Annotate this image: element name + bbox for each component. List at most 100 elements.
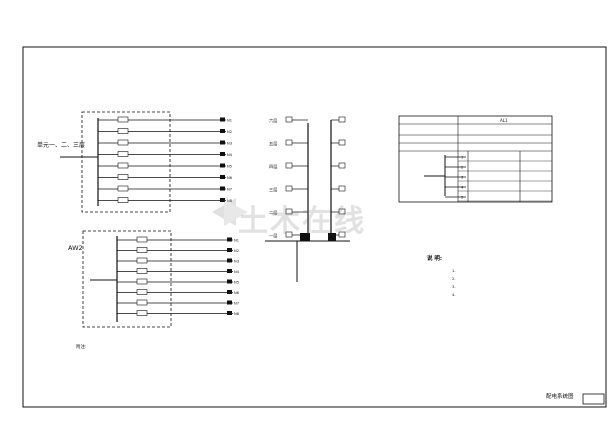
riser-floor: 六层	[269, 116, 346, 124]
breaker-symbol	[117, 185, 129, 192]
table-row: 5	[445, 196, 552, 202]
table-row-number: 4	[461, 186, 464, 190]
floor-label: 三层	[269, 187, 277, 193]
riser-floor: 三层	[269, 185, 346, 193]
branch-id: N4	[227, 153, 233, 157]
branch-id: N5	[227, 165, 232, 169]
branch-end-marker	[220, 140, 225, 145]
branch-end-marker	[227, 248, 232, 252]
branch-end-marker	[227, 311, 232, 315]
breaker-symbol	[136, 278, 148, 285]
breaker-symbol	[136, 289, 148, 295]
table-row: 4	[445, 186, 552, 192]
table-header-right: AL1	[500, 118, 508, 123]
branch-end-marker	[220, 117, 225, 122]
riser-meter-box-left	[300, 233, 310, 241]
notes-block: 说 明: 1. 2. 3. 4.	[427, 254, 456, 297]
title-block-page-box	[582, 393, 605, 405]
branch-end-marker	[227, 237, 232, 242]
floor-box-right	[338, 185, 346, 192]
branch-id: N1	[227, 119, 232, 123]
riser-floor: 二层	[269, 208, 346, 216]
breaker-symbol	[136, 236, 148, 243]
branch-end-marker	[227, 290, 232, 294]
top-panel-branch: N1	[98, 116, 232, 123]
floor-label: 二层	[269, 210, 277, 216]
branch-id: N6	[227, 176, 233, 180]
note-item-2: 2.	[452, 276, 456, 281]
branch-id: N5	[234, 281, 239, 285]
top-panel-branch: N4	[98, 151, 233, 157]
floor-label: 六层	[269, 117, 277, 124]
floor-box-right	[338, 139, 346, 146]
branch-end-marker	[220, 175, 225, 179]
bottom-panel-branch: N5	[117, 278, 239, 285]
floor-label: 五层	[269, 141, 277, 147]
breaker-symbol	[136, 310, 148, 316]
bottom-panel-branch: N3	[117, 257, 239, 264]
branch-id: N2	[227, 130, 232, 134]
branch-id: N4	[234, 270, 240, 274]
top-panel-branch: N5	[98, 162, 232, 169]
bottom-box-id: AW2	[68, 244, 83, 252]
breaker-symbol	[136, 299, 148, 306]
right-distribution-table: AL1 1 2 3 4 5	[398, 115, 553, 203]
riser-floor: 五层	[269, 139, 346, 147]
sheet-title: 配电系统图	[546, 392, 574, 400]
bottom-panel-branch: N4	[117, 268, 240, 274]
riser-floor: 四层	[269, 162, 346, 170]
branch-end-marker	[227, 258, 232, 263]
breaker-symbol	[136, 257, 148, 264]
note-item-4: 4.	[452, 292, 456, 297]
floor-label: 四层	[269, 164, 277, 170]
watermark-logo	[212, 198, 248, 226]
top-panel-branch: N7	[98, 185, 232, 192]
drawing-frame	[22, 46, 607, 408]
table-row-number: 5	[461, 196, 463, 200]
floor-box-left	[285, 231, 293, 238]
branch-end-marker	[220, 198, 225, 202]
branch-id: N3	[234, 260, 239, 264]
table-outline	[398, 115, 553, 203]
floor-box-left	[285, 185, 293, 192]
top-panel-branch: N6	[98, 174, 233, 180]
table-row-number: 1	[461, 156, 463, 160]
left-note-title: 附注:	[76, 343, 87, 350]
floor-box-left	[285, 139, 293, 146]
table-row: 2	[445, 166, 552, 172]
floor-box-right	[338, 116, 346, 123]
branch-id: N8	[234, 312, 240, 316]
breaker-symbol	[117, 197, 129, 203]
floor-box-left	[285, 116, 293, 123]
notes-title: 说 明:	[427, 254, 442, 262]
top-panel-branch: N8	[98, 197, 233, 203]
top-panel-enclosure	[81, 111, 171, 213]
branch-end-marker	[227, 279, 232, 284]
branch-id: N1	[234, 239, 239, 243]
breaker-symbol	[136, 247, 148, 253]
table-row: 1	[445, 156, 552, 162]
bottom-panel-branch: N1	[117, 236, 239, 243]
branch-end-marker	[220, 129, 225, 133]
table-rows: 1 2 3 4 5	[445, 156, 552, 202]
riser-meter-box-right	[328, 233, 336, 241]
table-row-number: 3	[461, 176, 463, 180]
floor-box-left	[285, 208, 293, 215]
branch-end-marker	[227, 269, 232, 273]
floor-box-right	[338, 162, 346, 169]
breaker-symbol	[117, 128, 129, 134]
bottom-panel-branch: N2	[117, 247, 239, 253]
breaker-symbol	[136, 268, 148, 274]
table-row: 3	[445, 176, 552, 182]
branch-end-marker	[220, 163, 225, 168]
floor-box-right	[338, 231, 346, 238]
branch-id: N2	[234, 249, 239, 253]
branch-id: N3	[227, 142, 232, 146]
